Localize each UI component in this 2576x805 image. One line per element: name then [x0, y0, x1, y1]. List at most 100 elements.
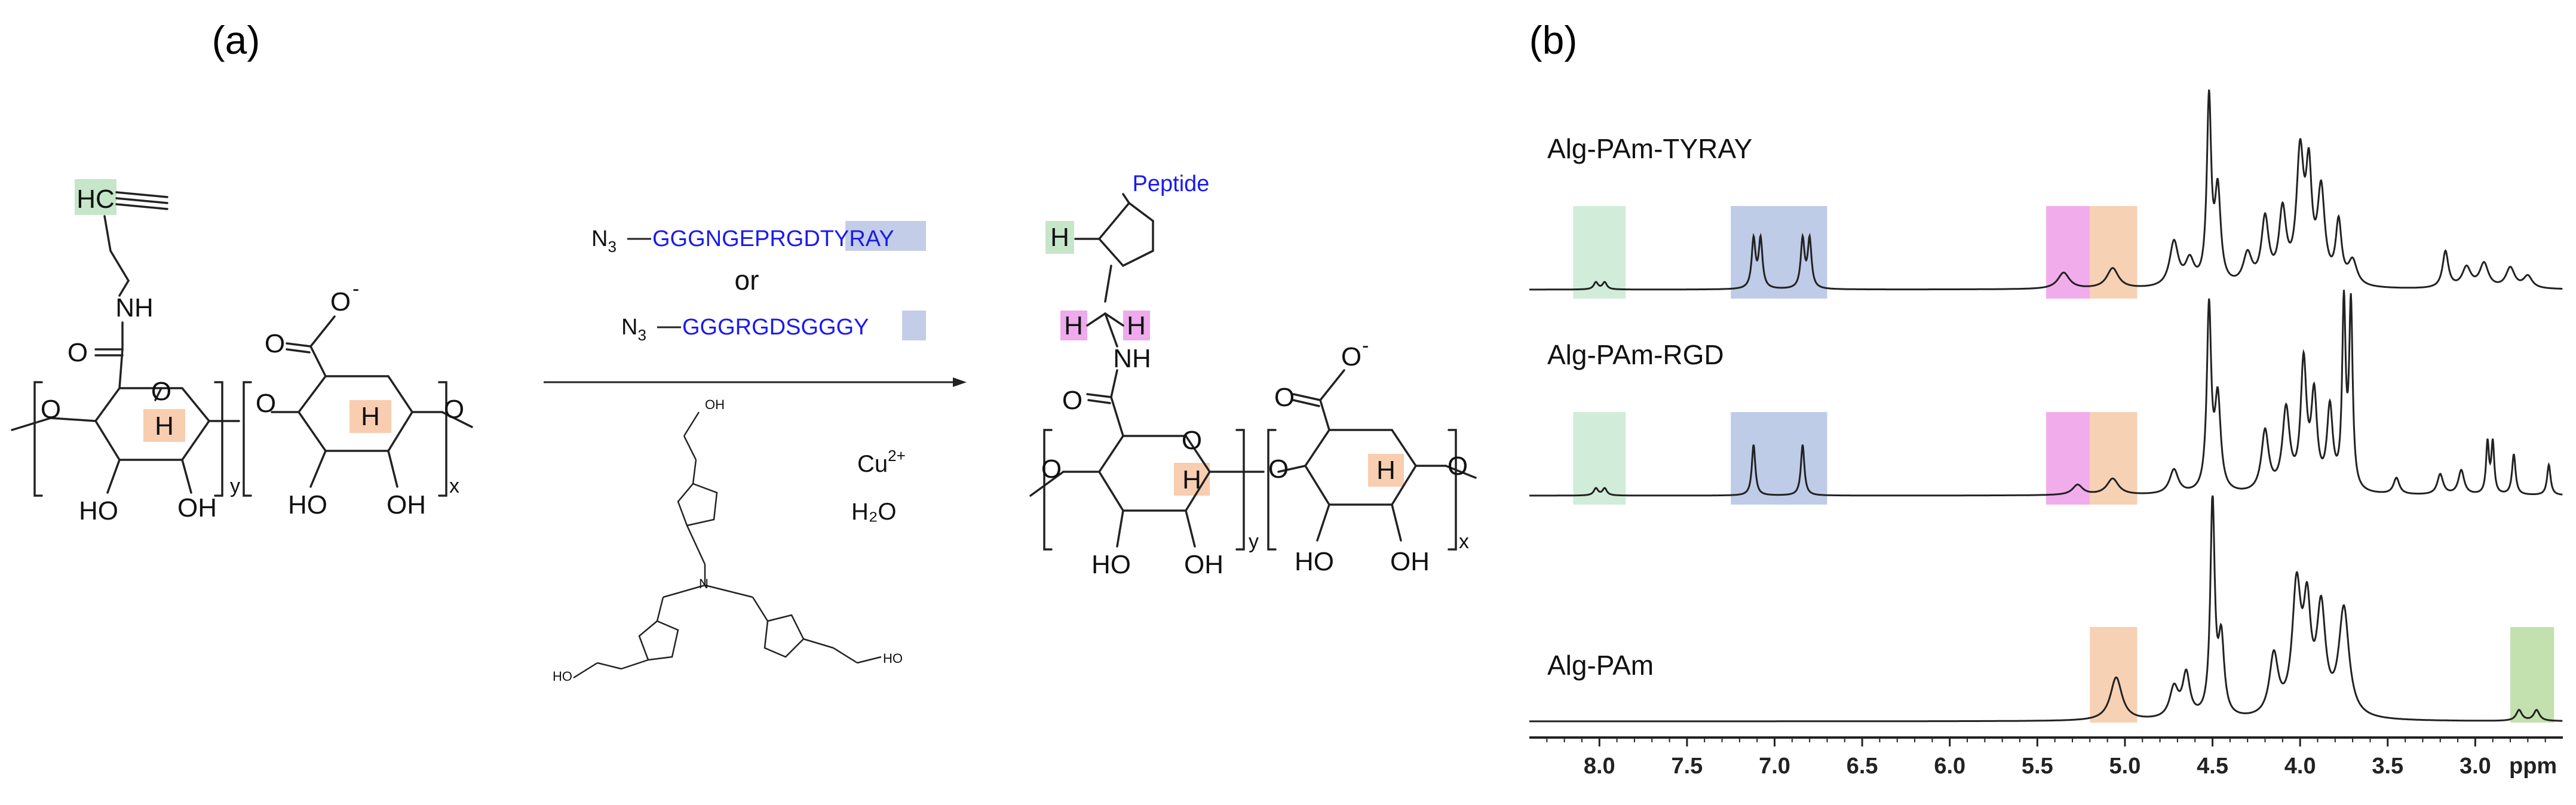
- product-ring1-oh-text: OH: [1184, 550, 1223, 579]
- nmr-trace-alg-pam: [1529, 495, 2563, 723]
- reactant-linker-o-text: O: [41, 395, 61, 424]
- panel-b-nmr-spectra: (b) Alg-PAm-TYRAY Alg-PAm-RGD Alg-PAm 8.0 7…: [1529, 18, 2563, 779]
- or-text: or: [735, 265, 759, 296]
- x-tick-label: 8.0: [1584, 754, 1615, 779]
- reactant-ring1-ho-text: HO: [79, 496, 118, 526]
- x-tick-label: 3.0: [2460, 754, 2491, 779]
- product-ch2-h2-text: H: [1127, 311, 1146, 340]
- peptide1-sequence: GGGNGEPRGDTYRAY: [652, 226, 894, 251]
- product-peptide-text: Peptide: [1133, 171, 1210, 196]
- product-carboxyl-o-text: O: [1274, 383, 1295, 412]
- nmr-x-ticks: 8.0 7.5 7.0 6.5 6.0 5.5 5.0 4.5 4.0 3.5 3.0 ppm: [1546, 738, 2557, 779]
- product-carboxyl-minus: -: [1362, 334, 1369, 357]
- product-sub-x: x: [1459, 530, 1469, 553]
- nmr-highlight-bands: [1573, 206, 2554, 723]
- product-ring2-o-text: O: [1268, 454, 1289, 484]
- reactant-sub-y: y: [230, 475, 240, 497]
- reactant-ring1-h-highlight: [143, 409, 185, 442]
- peptide1-tyray-highlight: [845, 221, 926, 251]
- reactant-alkyne-h-highlight: [75, 179, 116, 215]
- highlight-band-0: [1573, 206, 1626, 299]
- product-ch2-h1-text: H: [1064, 311, 1083, 340]
- reactant-end-o-text: O: [444, 395, 464, 424]
- product-carboxyl-o-top-text: O: [1341, 342, 1361, 371]
- highlight-band-9: [2510, 627, 2554, 723]
- x-tick-label: 4.0: [2284, 754, 2316, 779]
- product-triazole-h-highlight: [1045, 221, 1074, 254]
- reactant-nh-text: NH: [115, 293, 154, 322]
- product-sub-y: y: [1249, 530, 1259, 553]
- x-axis-unit-label: ppm: [2509, 754, 2557, 779]
- product-structure: [1029, 193, 1477, 551]
- product-end-o-text: O: [1448, 451, 1468, 481]
- product-ch2-h1-highlight: [1060, 311, 1087, 340]
- nmr-series-labels: Alg-PAm-TYRAY Alg-PAm-RGD Alg-PAm: [1547, 133, 1752, 681]
- thpta-oh-text: OH: [705, 397, 725, 412]
- x-tick-label: 6.0: [1934, 754, 1965, 779]
- reactant-ring2-oh-text: OH: [387, 490, 426, 520]
- reactant-ring1-oh-text: OH: [177, 493, 217, 523]
- highlight-band-4: [1573, 412, 1626, 505]
- cu-text: Cu2+: [857, 447, 906, 477]
- peptide2-sequence: GGGRGDSGGGY: [682, 315, 869, 340]
- reaction-arrow-head: [953, 377, 967, 387]
- thpta-n-text: N: [699, 576, 709, 591]
- reactant-ring2-o-text: O: [256, 389, 276, 418]
- highlight-band-5: [1731, 412, 1827, 505]
- product-carbonyl-o-text: O: [1062, 386, 1082, 415]
- highlight-band-7: [2090, 412, 2138, 505]
- product-ring1-ho-text: HO: [1091, 550, 1131, 579]
- highlight-band-3: [2090, 206, 2138, 299]
- panel-a-label: (a): [212, 18, 260, 62]
- reagents: N3 GGGNGEPRGDTYRAY or N3 GGGRGDSGGGY Cu2…: [544, 221, 967, 684]
- product-ring2-oh-text: OH: [1390, 547, 1430, 576]
- nmr-trace-alg-pam-tyray: [1529, 89, 2563, 291]
- panel-b-label: (b): [1529, 18, 1578, 62]
- reactant-carboxyl-minus: -: [352, 278, 359, 300]
- thpta-ligand: [573, 411, 882, 679]
- product-linker-o-text: O: [1041, 454, 1062, 484]
- thpta-ho2-text: HO: [883, 651, 903, 666]
- nmr-series-label-alg-pam-tyray: Alg-PAm-TYRAY: [1547, 133, 1752, 164]
- product-ring2-h-text: H: [1376, 456, 1396, 485]
- product-ring1-h-highlight: [1174, 463, 1210, 496]
- x-tick-label: 7.0: [1759, 754, 1790, 779]
- product-ring1-o-text: O: [1182, 426, 1202, 455]
- nmr-traces: [1529, 89, 2563, 723]
- reactant-ring2-h-text: H: [361, 402, 380, 431]
- x-tick-label: 5.0: [2109, 754, 2141, 779]
- highlight-band-8: [2090, 627, 2138, 723]
- product-ch2-h2-highlight: [1123, 311, 1150, 340]
- x-tick-label: 4.5: [2197, 754, 2228, 779]
- azide2-text: N3: [621, 315, 646, 344]
- nmr-series-label-alg-pam-rgd: Alg-PAm-RGD: [1547, 339, 1724, 370]
- product-nh-text: NH: [1113, 344, 1151, 373]
- reactant-carboxyl-o-top-text: O: [330, 287, 351, 317]
- reactant-sub-x: x: [449, 475, 459, 497]
- thpta-ho1-text: HO: [553, 669, 572, 684]
- highlight-band-6: [2046, 412, 2090, 505]
- azide1-text: N3: [591, 226, 617, 256]
- nmr-trace-alg-pam-rgd: [1529, 290, 2563, 497]
- panel-a-reaction-scheme: (a): [11, 18, 1477, 684]
- x-tick-label: 6.5: [1847, 754, 1878, 779]
- reactant-ring2-h-highlight: [349, 400, 391, 433]
- x-tick-label: 7.5: [1671, 754, 1703, 779]
- product-ring2-ho-text: HO: [1295, 547, 1334, 576]
- x-tick-label: 3.5: [2372, 754, 2403, 779]
- peptide2-y-highlight: [902, 311, 926, 340]
- water-text: H₂O: [851, 499, 897, 525]
- reactant-ring1-o-text: O: [151, 377, 171, 406]
- reactant-carbonyl-o-text: O: [68, 338, 88, 367]
- reactant-carboxyl-o-text: O: [265, 329, 285, 358]
- nmr-series-label-alg-pam: Alg-PAm: [1547, 650, 1654, 681]
- product-ring2-h-highlight: [1368, 454, 1404, 487]
- reactant-ring1-h-text: H: [155, 411, 174, 441]
- reactant-alkyne-h-text: HC: [76, 185, 115, 214]
- x-tick-label: 5.5: [2022, 754, 2053, 779]
- product-triazole-h-text: H: [1050, 223, 1069, 252]
- reactant-ring2-ho-text: HO: [288, 490, 327, 520]
- reactant-structure: [11, 191, 473, 497]
- product-ring1-h-text: H: [1182, 465, 1201, 494]
